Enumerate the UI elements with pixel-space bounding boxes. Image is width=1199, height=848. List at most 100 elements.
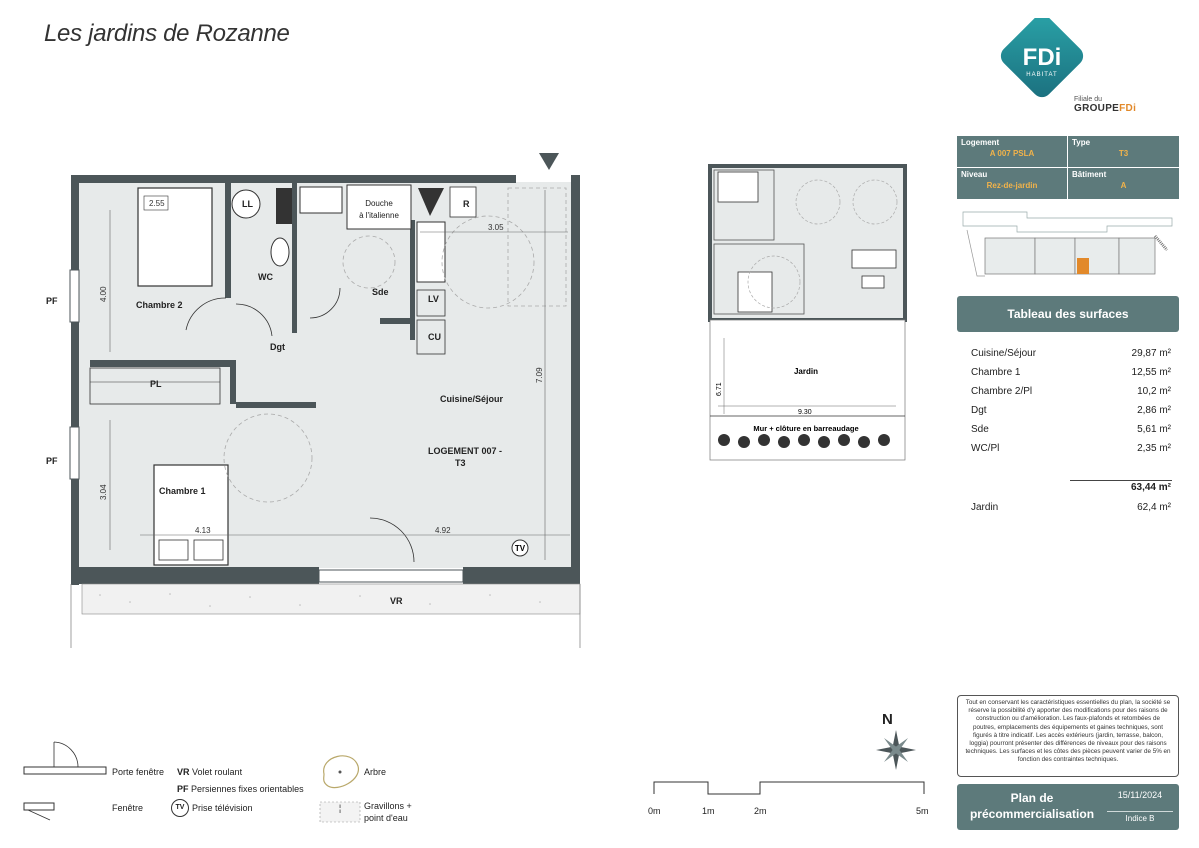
legend-gravillons: Gravillons +point d'eau [364, 801, 412, 823]
surface-value: 2,35 m² [1137, 443, 1171, 454]
info-table: Logement A 007 PSLA Type T3 Niveau Rez-d… [957, 136, 1179, 200]
label-cuisine: Cuisine/Séjour [440, 394, 504, 404]
label-logement: LOGEMENT 007 - [428, 446, 502, 456]
compass-n: N [882, 711, 893, 728]
groupe-mark: Filiale du GROUPEFDi [1074, 96, 1136, 114]
toilet [270, 237, 290, 267]
scale-1: 1m [702, 806, 715, 816]
douche-box [346, 184, 412, 230]
surface-row: WC/Pl 2,35 m² [971, 443, 1171, 454]
tv-text: TV [515, 544, 526, 553]
surface-value: 10,2 m² [1137, 386, 1171, 397]
surfaces-total: 63,44 m² [1130, 482, 1171, 493]
logo-sub: HABITAT [1026, 72, 1057, 78]
dim-1: 2.55 [149, 199, 165, 208]
ll-circle [231, 189, 261, 219]
scale-2: 2m [754, 806, 767, 816]
label-chambre1: Chambre 1 [159, 486, 206, 496]
svg-text:¦: ¦ [339, 803, 341, 813]
legend-tv: Prise télévision [192, 803, 253, 813]
total-divider [1070, 480, 1172, 481]
surface-label: Chambre 2/Pl [971, 386, 1033, 397]
legend-icons-right: ¦ [319, 755, 361, 823]
logement-label: Logement [961, 138, 1000, 147]
label-wc: WC [258, 272, 273, 282]
label-ll: LL [242, 199, 253, 209]
niveau-label: Niveau [961, 170, 988, 179]
legend-tv-icon: TV [171, 799, 189, 817]
legend-vr: VR Volet roulant [177, 767, 243, 777]
jardin-label: Jardin [971, 502, 999, 513]
label-pf-1: PF [46, 296, 58, 306]
project-title: Les jardins de Rozanne [44, 20, 290, 47]
surfaces-total-row: 63,44 m² [971, 482, 1171, 493]
jardin-value: 62,4 m² [1137, 502, 1171, 513]
surface-row: Chambre 2/Pl 10,2 m² [971, 386, 1171, 397]
label-douche-2: à l'italienne [359, 211, 399, 220]
batiment-cell: Bâtiment A [1068, 168, 1179, 199]
surface-row: Chambre 1 12,55 m² [971, 367, 1171, 378]
compass-icon: N [876, 711, 916, 770]
dim-4: 7.09 [535, 367, 544, 383]
type-cell: Type T3 [1068, 136, 1179, 167]
scale-5: 5m [916, 806, 929, 816]
mini-mur-label: Mur + clôture en barreaudage [753, 424, 858, 433]
surface-label: Chambre 1 [971, 367, 1021, 378]
label-dgt: Dgt [270, 342, 285, 352]
label-r: R [463, 199, 470, 209]
legend-porte-fenetre: Porte fenêtre [112, 767, 165, 777]
surface-value: 5,61 m² [1137, 424, 1171, 435]
kitchen-sink [416, 221, 446, 283]
furniture-outlines [223, 187, 567, 503]
fdi-logo: FDi HABITAT [1000, 18, 1084, 98]
surface-label: Cuisine/Séjour [971, 348, 1037, 359]
type-value: T3 [1118, 149, 1129, 158]
dim-5: 3.04 [99, 484, 108, 500]
label-pl: PL [150, 379, 162, 389]
bed-chambre2 [137, 187, 213, 287]
logement-cell: Logement A 007 PSLA [957, 136, 1067, 167]
dim-7: 4.92 [435, 526, 451, 535]
scale-0: 0m [648, 806, 661, 816]
label-logement-type: T3 [455, 458, 466, 468]
outer-walls [71, 175, 580, 585]
bed-chambre1 [153, 464, 229, 566]
niveau-cell: Niveau Rez-de-jardin [957, 168, 1067, 199]
plan-date: 15/11/2024 [1117, 790, 1163, 800]
hedge [718, 434, 890, 448]
surface-label: WC/Pl [971, 443, 1000, 454]
label-lv: LV [428, 294, 439, 304]
label-chambre2: Chambre 2 [136, 300, 183, 310]
niveau-value: Rez-de-jardin [986, 181, 1038, 190]
mini-dim-1: 6.71 [716, 382, 723, 396]
label-cu: CU [428, 332, 441, 342]
mini-jardin-label: Jardin [794, 367, 818, 376]
disclaimer-text: Tout en conservant les caractéristiques … [957, 695, 1179, 777]
batiment-label: Bâtiment [1072, 170, 1107, 179]
jardin-row: Jardin 62,4 m² [971, 502, 1171, 513]
label-vr: VR [390, 596, 403, 606]
legend-pf: PF Persiennes fixes orientables [177, 784, 304, 794]
entry-arrow [539, 153, 559, 170]
logo-text: FDi [1023, 44, 1062, 71]
gravel-texture [99, 593, 541, 607]
dim-2: 4.00 [99, 286, 108, 302]
surface-label: Dgt [971, 405, 987, 416]
scale-bar [653, 781, 925, 795]
surface-value: 29,87 m² [1131, 348, 1171, 359]
batiment-value: A [1120, 181, 1127, 190]
legend-fenetre: Fenêtre [112, 803, 144, 813]
type-label: Type [1072, 138, 1091, 147]
dimension-lines [109, 190, 570, 560]
label-sde: Sde [372, 287, 389, 297]
dim-6: 4.13 [195, 526, 211, 535]
label-pf-2: PF [46, 456, 58, 466]
filiale-text: Filiale du [1074, 96, 1103, 103]
surfaces-title: Tableau des surfaces [957, 296, 1179, 332]
dim-3: 3.05 [488, 223, 504, 232]
groupe-name: GROUPEFDi [1074, 103, 1137, 114]
plan-indice: Indice B [1107, 811, 1173, 823]
logement-value: A 007 PSLA [989, 149, 1035, 158]
surface-value: 12,55 m² [1131, 367, 1171, 378]
